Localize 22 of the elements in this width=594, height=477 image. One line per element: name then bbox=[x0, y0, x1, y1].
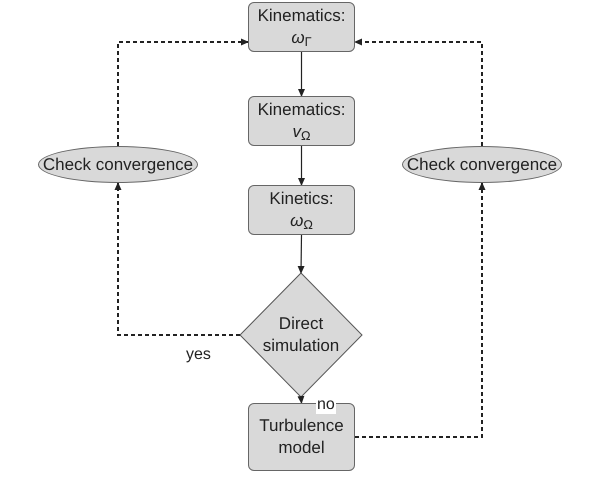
dashed-arrow bbox=[117, 38, 249, 146]
box-text: ω$_{Γ}$ bbox=[291, 27, 312, 49]
box-text: Kinematics: bbox=[258, 99, 346, 121]
ellipse-text: Check convergence bbox=[406, 154, 558, 176]
arrow bbox=[298, 52, 305, 97]
dashed-arrow bbox=[114, 182, 240, 336]
box-text: Turbulence model bbox=[258, 415, 345, 459]
decision-diamond bbox=[239, 272, 363, 398]
dashed-arrow bbox=[354, 38, 483, 146]
diamond-text: Direct simulation bbox=[262, 313, 340, 357]
process-box bbox=[248, 185, 355, 235]
box-text: ω$_{Ω}$ bbox=[290, 210, 313, 232]
arrow bbox=[297, 396, 304, 404]
box-text: Kinematics: bbox=[258, 5, 346, 27]
box-text: Kinetics: bbox=[269, 188, 334, 210]
process-box bbox=[248, 2, 355, 52]
box-text: v$_{Ω}$ bbox=[292, 121, 311, 143]
dashed-arrow bbox=[355, 182, 486, 438]
process-box bbox=[248, 96, 355, 146]
arrow bbox=[298, 235, 305, 274]
ellipse-text: Check convergence bbox=[42, 154, 194, 176]
arrow bbox=[298, 146, 305, 186]
